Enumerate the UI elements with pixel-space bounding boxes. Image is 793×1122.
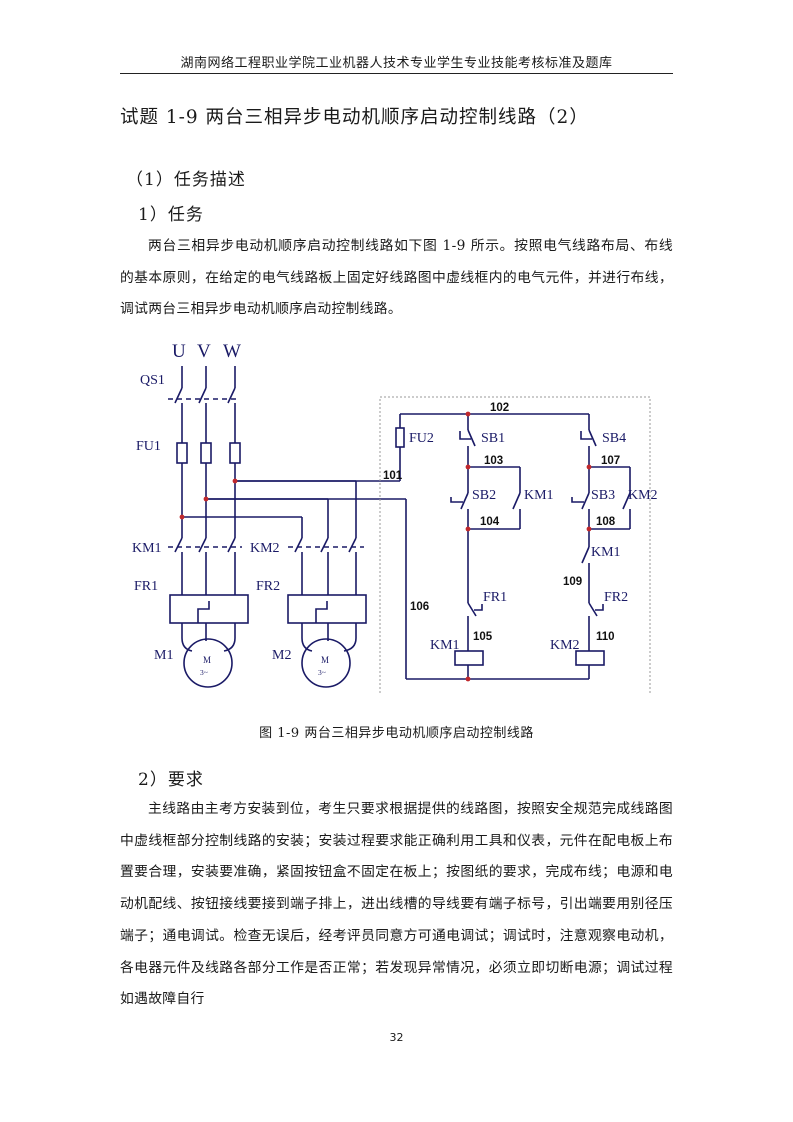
circuit-diagram: U V W QS1 FU1 KM1 KM2 FR1 FR2 M1 M2 M 3~… <box>132 341 658 693</box>
qs1-label: QS1 <box>140 373 165 388</box>
wire-108: 108 <box>596 516 616 528</box>
km1-seq-label: KM1 <box>591 545 621 560</box>
page-header: 湖南网络工程职业学院工业机器人技术专业学生专业技能考核标准及题库 <box>180 56 613 71</box>
phase-u-label: U <box>172 341 186 362</box>
question-title: 试题 1-9 两台三相异步电动机顺序启动控制线路（2） <box>120 107 589 128</box>
fu2-label: FU2 <box>409 431 434 446</box>
task-heading: 1）任务 <box>138 205 204 225</box>
km2-aux-label: KM2 <box>628 488 658 503</box>
wire-107: 107 <box>601 455 620 467</box>
phase-v-label: V <box>197 341 211 362</box>
fr2-label: FR2 <box>256 579 280 594</box>
wire-109: 109 <box>563 576 582 588</box>
motor2-phase: 3~ <box>318 668 326 677</box>
sb3-label: SB3 <box>591 488 615 503</box>
requirements-paragraph: 主线路由主考方安装到位，考生只要求根据提供的线路图，按照安全规范完成线路图中虚线… <box>120 801 673 1008</box>
fr2-contact-label: FR2 <box>604 590 628 605</box>
fr1-contact-label: FR1 <box>483 590 507 605</box>
motor1-phase: 3~ <box>200 668 208 677</box>
wire-105: 105 <box>473 631 493 643</box>
motor1-symbol: M <box>203 655 211 665</box>
fr1-label: FR1 <box>134 579 158 594</box>
sb2-label: SB2 <box>472 488 496 503</box>
motor2-symbol: M <box>321 655 329 665</box>
header-divider <box>120 73 673 74</box>
wire-102: 102 <box>490 402 509 414</box>
km1-aux-label: KM1 <box>524 488 554 503</box>
m1-label: M1 <box>154 648 173 663</box>
phase-w-label: W <box>223 341 241 362</box>
wire-103: 103 <box>484 455 503 467</box>
m2-label: M2 <box>272 648 291 663</box>
fu1-label: FU1 <box>136 439 161 454</box>
sb1-label: SB1 <box>481 431 505 446</box>
section-heading: （1）任务描述 <box>126 170 246 190</box>
wire-101: 101 <box>383 470 403 482</box>
task-paragraph: 两台三相异步电动机顺序启动控制线路如下图 1-9 所示。按照电气线路布局、布线的… <box>120 238 673 318</box>
km1-main-label: KM1 <box>132 541 162 556</box>
requirements-heading: 2）要求 <box>138 770 204 790</box>
km2-coil-label: KM2 <box>550 638 580 653</box>
wire-110: 110 <box>596 631 615 643</box>
sb4-label: SB4 <box>602 431 626 446</box>
wire-104: 104 <box>480 516 500 528</box>
wire-106: 106 <box>410 601 429 613</box>
km2-main-label: KM2 <box>250 541 280 556</box>
page-number: 32 <box>389 1031 404 1044</box>
figure-caption: 图 1-9 两台三相异步电动机顺序启动控制线路 <box>259 726 534 741</box>
km1-coil-label: KM1 <box>430 638 460 653</box>
